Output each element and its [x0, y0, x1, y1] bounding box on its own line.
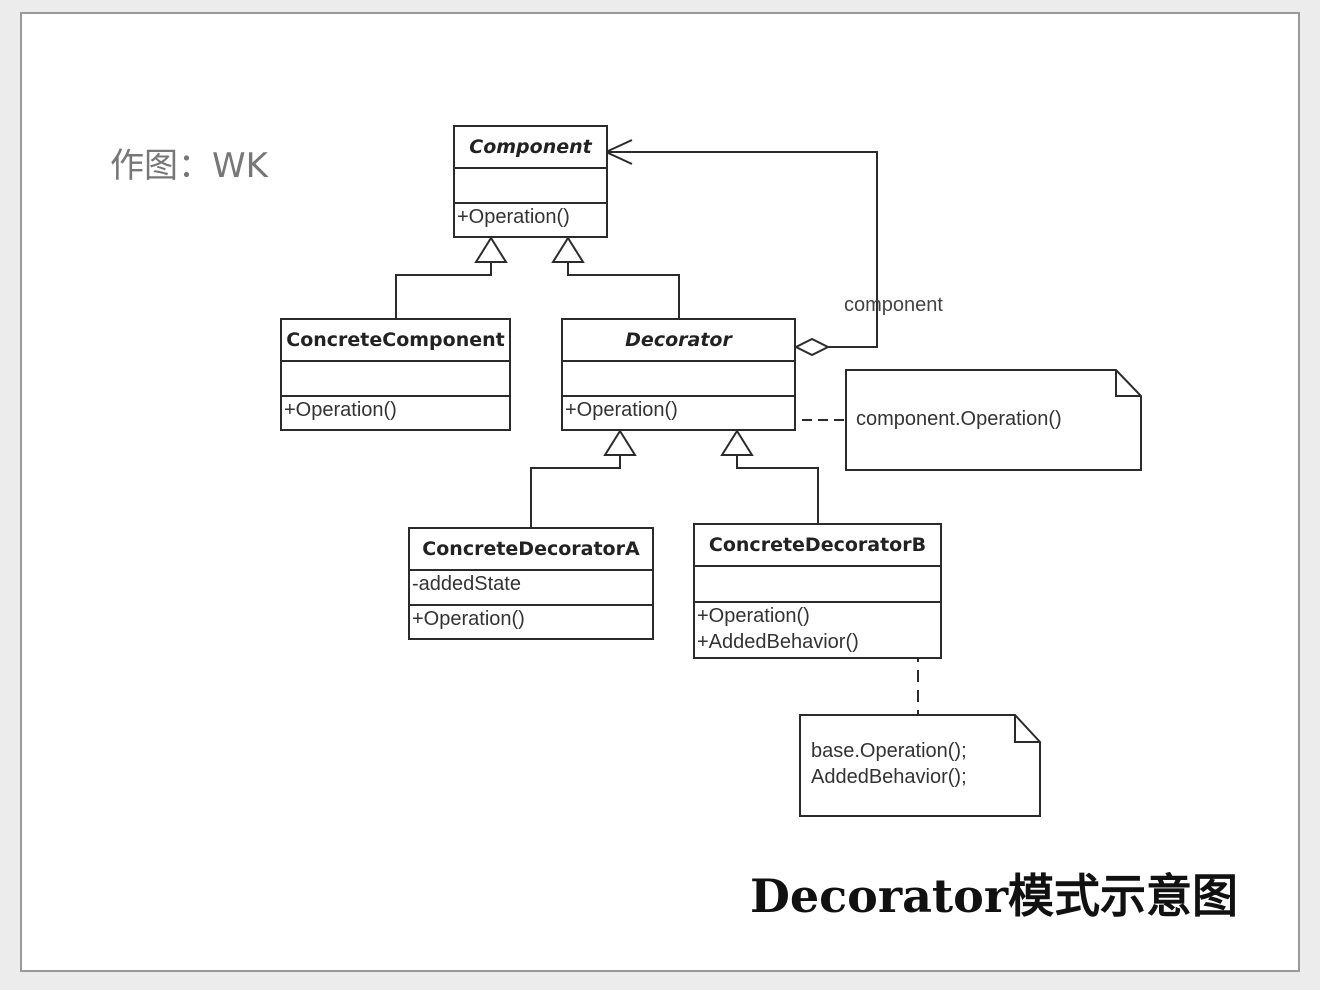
class-decorator: Decorator +Operation() [561, 318, 796, 431]
note-fold [1014, 715, 1040, 743]
class-concrete-component: ConcreteComponent +Operation() [280, 318, 511, 431]
class-component: Component +Operation() [453, 125, 608, 238]
inheritance-arrowhead [474, 236, 508, 263]
class-attributes [563, 360, 794, 395]
class-operations: +Operation() [563, 395, 794, 429]
class-name: Decorator [625, 329, 732, 351]
inheritance-arrowhead [720, 429, 754, 456]
generalization-concretedecoratora [530, 455, 621, 527]
class-concrete-decorator-a: ConcreteDecoratorA -addedState +Operatio… [408, 527, 654, 640]
class-concrete-decorator-b: ConcreteDecoratorB +Operation() +AddedBe… [693, 523, 942, 659]
note-text-decoratorb-line2: AddedBehavior(); [811, 766, 967, 788]
operation-item: +AddedBehavior() [697, 631, 859, 653]
association-role-label: component [844, 294, 943, 316]
diagram-caption: Decorator模式示意图 [750, 869, 1239, 923]
note-fold [1115, 370, 1141, 397]
class-name: Component [469, 136, 592, 158]
author-credit: 作图：WK [110, 146, 268, 186]
generalization-concretedecoratorb [736, 455, 819, 523]
note-shape-decoratorb [799, 714, 1041, 817]
class-operations: +Operation() [410, 604, 652, 638]
note-shape-decorator [845, 369, 1142, 471]
class-name: ConcreteComponent [286, 329, 505, 351]
note-text-decoratorb-line1: base.Operation(); [811, 740, 967, 762]
class-name: ConcreteDecoratorB [708, 534, 927, 556]
generalization-decorator [567, 262, 680, 318]
inheritance-arrowhead [551, 236, 585, 263]
slide-canvas [20, 12, 1300, 972]
class-operations: +Operation() +AddedBehavior() [695, 601, 940, 657]
aggregation-diamond [793, 337, 831, 357]
class-operations: +Operation() [455, 202, 606, 236]
generalization-concretecomponent [395, 262, 492, 318]
class-attributes: -addedState [410, 569, 652, 604]
inheritance-arrowhead [603, 429, 637, 456]
operation-item: +Operation() [697, 605, 810, 627]
class-attributes [455, 167, 606, 202]
class-attributes [282, 360, 509, 395]
class-operations: +Operation() [282, 395, 509, 429]
class-attributes [695, 565, 940, 601]
class-name: ConcreteDecoratorA [422, 538, 640, 560]
note-text-decorator: component.Operation() [856, 408, 1062, 430]
aggregation-line [606, 151, 878, 348]
